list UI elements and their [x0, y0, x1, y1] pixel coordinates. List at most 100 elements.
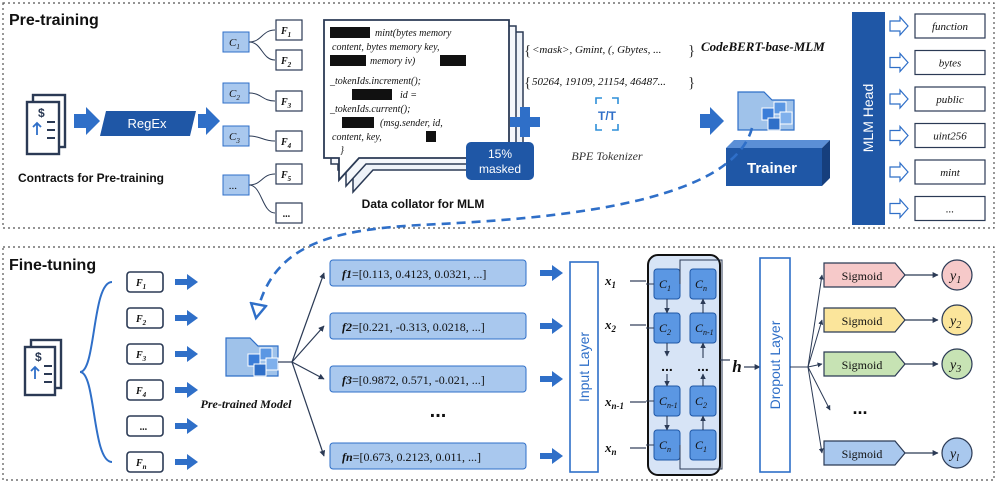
mlm-head-bar	[852, 12, 885, 225]
lstm-cell: Cn	[689, 268, 717, 300]
ft-feature-label: F4	[135, 386, 147, 399]
transfer-arrow	[256, 127, 754, 318]
lstm-cell: C1	[689, 429, 717, 461]
output-node	[941, 348, 973, 380]
masked-percent: 15%	[488, 147, 512, 161]
sigmoid-unit: Sigmoid yl	[823, 437, 973, 469]
vector-row: f1=[0.113, 0.4123, 0.0321, ...]	[329, 259, 563, 287]
lstm-cell-label: Cn-1	[659, 394, 678, 410]
masked-token	[330, 27, 370, 38]
code-line: _tokenIds.increment();	[329, 76, 421, 87]
plus-icon	[510, 107, 540, 137]
mlm-output-label: uint256	[933, 131, 967, 143]
tokenizer-label: BPE Tokenizer	[571, 149, 643, 163]
ft-feature-label: ...	[140, 422, 148, 433]
model-cube-icon	[737, 91, 795, 131]
ft-feature-item: ...	[126, 415, 198, 437]
masked-badge	[466, 142, 534, 180]
code-line: content, bytes memory key,	[332, 42, 439, 53]
pretraining-frame	[2, 2, 995, 229]
contract-document-icon: $	[25, 93, 67, 156]
feature-node: F4	[275, 130, 303, 152]
sigmoid-box	[823, 351, 906, 377]
brace-left-icon: {	[524, 75, 531, 91]
input-token-label: xn	[604, 440, 617, 457]
arrow-icon	[540, 318, 563, 334]
feature-node: F1	[275, 19, 303, 41]
output-label: y2	[948, 314, 961, 331]
code-line: _tokenIds.current();	[329, 104, 410, 115]
ft-feature-label: Fn	[135, 458, 147, 471]
output-label: y1	[948, 269, 961, 286]
feature-label: ...	[283, 209, 291, 220]
lstm-ellipsis: ...	[661, 358, 673, 374]
arrow-icon	[889, 161, 909, 183]
contracts-label: Contracts for Pre-training	[18, 171, 164, 185]
sigmoid-box	[823, 262, 906, 288]
code-line: memory iv)	[370, 56, 416, 67]
brace-left-icon: {	[524, 43, 531, 59]
feature-node: F2	[275, 49, 303, 71]
ft-feature-label: F2	[135, 314, 147, 327]
svg-text:$: $	[38, 106, 45, 120]
lstm-cell: Cn	[653, 429, 681, 461]
sigmoid-box	[823, 307, 906, 333]
sigmoid-unit: Sigmoid y3	[823, 348, 973, 380]
feature-label: F3	[280, 97, 292, 110]
vector-text: f1=[0.113, 0.4123, 0.0321, ...]	[342, 267, 486, 281]
input-token-label: x2	[604, 317, 617, 334]
input-layer-box	[569, 261, 599, 473]
finetuning-frame	[2, 246, 995, 481]
dropout-layer-box	[759, 257, 791, 473]
output-node	[941, 437, 973, 469]
mlm-output-item: uint256	[889, 122, 986, 149]
mlm-output-item: mint	[889, 159, 986, 185]
hidden-state-label: h	[732, 357, 741, 376]
dropout-layer-label: Dropout Layer	[767, 320, 783, 409]
vector-row: f3=[0.9872, 0.571, -0.021, ...]	[329, 365, 563, 393]
input-layer-label: Input Layer	[576, 332, 592, 402]
lstm-cell: C2	[689, 385, 717, 417]
svg-text:$: $	[35, 350, 42, 364]
mlm-output-item: public	[889, 86, 986, 112]
regex-label: RegEx	[127, 116, 167, 131]
lstm-cell-label: C1	[695, 438, 707, 454]
sigmoid-label: Sigmoid	[842, 358, 883, 372]
svg-text:T/T: T/T	[598, 109, 617, 123]
brace-right-icon: }	[688, 75, 695, 91]
output-label: yl	[948, 447, 959, 464]
arrow-icon	[175, 346, 198, 362]
ids-line: 50264, 19109, 21154, 46487...	[532, 76, 666, 88]
sigmoid-label: Sigmoid	[842, 447, 883, 461]
trainer-box	[726, 140, 830, 186]
ft-feature-item: F2	[126, 307, 198, 329]
tokenizer-icon: T/T	[595, 97, 619, 131]
output-label: y3	[948, 358, 961, 375]
vector-row: f2=[0.221, -0.313, 0.0218, ...]	[329, 312, 563, 340]
masked-token	[342, 117, 374, 128]
cluster-label: C1	[229, 37, 240, 51]
masked-token	[352, 89, 392, 100]
arrow-icon	[74, 107, 100, 135]
ft-feature-item: Fn	[126, 451, 198, 473]
cluster-label: ...	[229, 180, 237, 192]
regex-box	[100, 111, 196, 136]
arrow-icon	[540, 448, 563, 464]
arrow-icon	[175, 418, 198, 434]
arrow-icon	[889, 124, 909, 147]
sigmoid-unit: Sigmoid y2	[823, 304, 973, 336]
code-line: (msg.sender, id,	[380, 118, 443, 129]
sigmoid-label: Sigmoid	[842, 314, 883, 328]
lstm-cell-label: C2	[659, 321, 671, 337]
ft-feature-label: F1	[135, 278, 146, 291]
code-line: }	[340, 145, 344, 156]
masked-token	[426, 131, 436, 142]
